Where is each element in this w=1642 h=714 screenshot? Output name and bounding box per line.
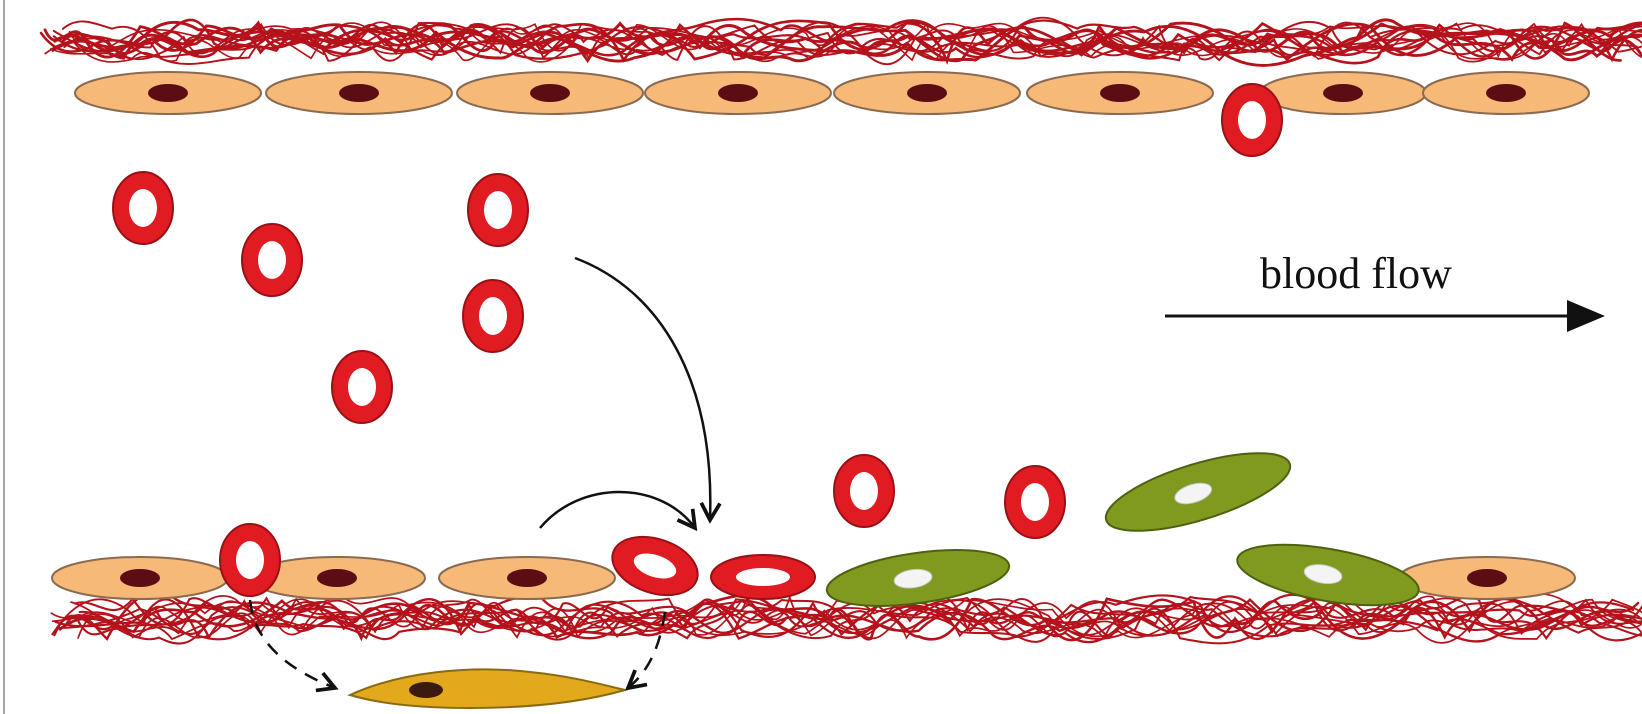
endothelial-nucleus: [1323, 84, 1363, 102]
endothelial-cell: [1423, 72, 1589, 114]
red-blood-cell: [332, 351, 392, 423]
red-blood-cell: [220, 524, 280, 596]
flow-label: blood flow: [1260, 249, 1452, 298]
red-blood-cell: [1222, 84, 1282, 156]
endothelial-nucleus: [907, 84, 947, 102]
curved-arrow-icon: [540, 492, 695, 528]
damaged-cell-group: [823, 437, 1423, 616]
endothelial-nucleus: [339, 84, 379, 102]
endothelial-nucleus: [530, 84, 570, 102]
migrated-cell-nucleus: [409, 682, 443, 698]
curved-arrow-icon: [575, 258, 710, 520]
adhering-rbc-left: [605, 527, 705, 606]
migrated-cell: [350, 669, 625, 708]
red-blood-cell: [468, 174, 528, 246]
endothelial-nucleus: [120, 569, 160, 587]
red-blood-cell: [834, 455, 894, 527]
endothelial-nucleus: [317, 569, 357, 587]
endothelial-cell: [52, 557, 228, 599]
damaged-cell: [823, 540, 1012, 615]
top-fiber-layer: [41, 18, 1642, 66]
endothelial-cell: [439, 557, 615, 599]
adhering-rbc-right: [711, 555, 815, 599]
top-endothelial-layer: [75, 72, 1589, 114]
endothelial-nucleus: [1100, 84, 1140, 102]
endothelial-cell: [1399, 557, 1575, 599]
damaged-cell: [1098, 437, 1298, 547]
adhering-rbc-pair: [605, 527, 815, 606]
red-blood-cell: [1005, 466, 1065, 538]
endothelial-cell: [645, 72, 831, 114]
endothelial-cell: [266, 72, 452, 114]
endothelial-cell: [457, 72, 643, 114]
endothelial-cell: [75, 72, 261, 114]
red-blood-cell: [463, 280, 523, 352]
endothelial-cell: [1027, 72, 1213, 114]
endothelial-cell: [1260, 72, 1426, 114]
endothelial-nucleus: [1467, 569, 1507, 587]
endothelial-nucleus: [507, 569, 547, 587]
arrow-right-icon: [1165, 300, 1605, 332]
endothelial-nucleus: [148, 84, 188, 102]
red-blood-cell: [242, 224, 302, 296]
red-blood-cell: [113, 172, 173, 244]
endothelial-nucleus: [718, 84, 758, 102]
endothelial-nucleus: [1486, 84, 1526, 102]
endothelial-cell: [834, 72, 1020, 114]
